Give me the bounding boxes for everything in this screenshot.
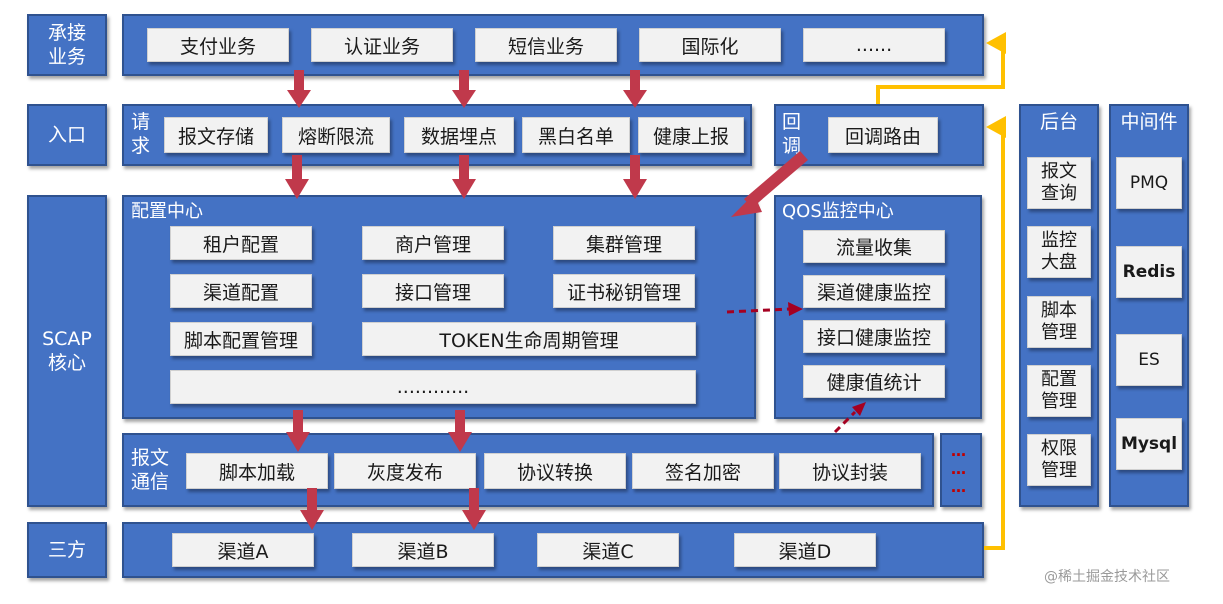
entry-label: 请 求 xyxy=(131,111,151,157)
business-box-payment: 支付业务 xyxy=(147,28,289,62)
layer-label-entry: 入口 xyxy=(27,104,107,166)
entry-box-data-tracking: 数据埋点 xyxy=(404,117,514,153)
qos-title: QOS监控中心 xyxy=(782,201,894,222)
config-box-tenant: 租户配置 xyxy=(170,226,312,260)
business-box-sms: 短信业务 xyxy=(475,28,617,62)
business-box-i18n: 国际化 xyxy=(639,28,781,62)
business-box-auth: 认证业务 xyxy=(311,28,453,62)
middleware-title: 中间件 xyxy=(1120,111,1178,133)
config-box-channel: 渠道配置 xyxy=(170,274,312,308)
middleware-box-redis: Redis xyxy=(1116,246,1182,298)
entry-box-black-white-list: 黑白名单 xyxy=(522,117,630,153)
yellow-arrow-head-callback xyxy=(986,116,1006,138)
qos-box-traffic: 流量收集 xyxy=(803,230,945,263)
channel-box-a: 渠道A xyxy=(172,533,314,567)
qos-box-interface-health: 接口健康监控 xyxy=(803,320,945,353)
channel-box-b: 渠道B xyxy=(352,533,494,567)
qos-box-health-stats: 健康值统计 xyxy=(803,365,945,398)
config-box-interface: 接口管理 xyxy=(362,274,504,308)
entry-box-health-report: 健康上报 xyxy=(638,117,744,153)
entry-box-message-storage: 报文存储 xyxy=(164,117,268,153)
qos-box-channel-health: 渠道健康监控 xyxy=(803,275,945,308)
message-more-dots: … … … xyxy=(951,442,967,496)
config-box-token-lifecycle: TOKEN生命周期管理 xyxy=(362,322,696,356)
message-box-gray-release: 灰度发布 xyxy=(334,453,476,489)
backend-box-script-mgmt: 脚本 管理 xyxy=(1027,296,1091,348)
callback-box-routing: 回调路由 xyxy=(828,117,938,153)
config-center-title: 配置中心 xyxy=(131,201,203,222)
middleware-box-mysql: Mysql xyxy=(1116,418,1182,470)
entry-box-circuit-breaker: 熔断限流 xyxy=(282,117,390,153)
middleware-box-es: ES xyxy=(1116,334,1182,386)
yellow-arrow-head-business xyxy=(986,32,1006,54)
channel-box-d: 渠道D xyxy=(734,533,876,567)
backend-box-permission-mgmt: 权限 管理 xyxy=(1027,434,1091,486)
config-box-more: ............ xyxy=(170,370,696,404)
backend-box-config-mgmt: 配置 管理 xyxy=(1027,365,1091,417)
business-box-more: ...... xyxy=(803,28,945,62)
message-box-sign-encrypt: 签名加密 xyxy=(632,453,774,489)
message-label: 报文 通信 xyxy=(131,447,170,493)
backend-title: 后台 xyxy=(1039,111,1078,133)
layer-label-third-party: 三方 xyxy=(27,522,107,578)
message-box-script-loading: 脚本加载 xyxy=(186,453,328,489)
callback-label: 回 调 xyxy=(782,111,802,157)
backend-box-message-query: 报文 查询 xyxy=(1027,157,1091,209)
middleware-box-pmq: PMQ xyxy=(1116,157,1182,209)
message-box-protocol-wrap: 协议封装 xyxy=(779,453,921,489)
watermark: @稀土掘金技术社区 xyxy=(1044,569,1170,585)
channel-box-c: 渠道C xyxy=(537,533,679,567)
backend-box-dashboard: 监控 大盘 xyxy=(1027,226,1091,278)
layer-label-business: 承接 业务 xyxy=(27,14,107,76)
message-box-protocol-convert: 协议转换 xyxy=(484,453,626,489)
config-box-script: 脚本配置管理 xyxy=(170,322,312,356)
layer-label-scap-core: SCAP 核心 xyxy=(27,195,107,507)
message-more-panel xyxy=(940,433,982,507)
config-box-certificate: 证书秘钥管理 xyxy=(553,274,695,308)
config-box-merchant: 商户管理 xyxy=(362,226,504,260)
yellow-line-channels-to-callback xyxy=(984,125,1005,550)
config-box-cluster: 集群管理 xyxy=(553,226,695,260)
